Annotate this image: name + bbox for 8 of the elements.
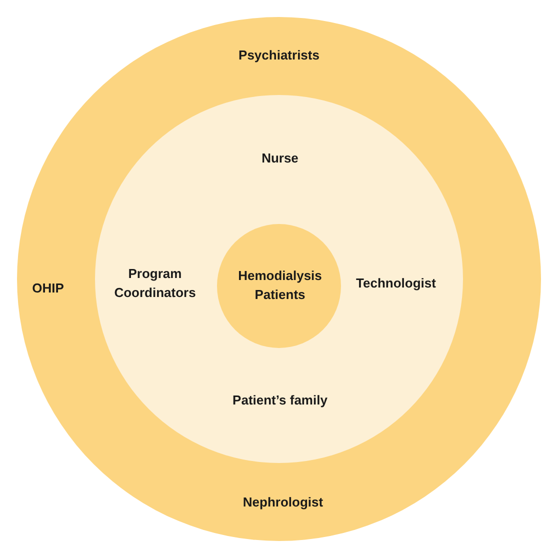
role-label: Nephrologist — [242, 494, 324, 512]
role-label: Hemodialysis Patients — [237, 267, 323, 304]
role-label: Program Coordinators — [113, 265, 197, 302]
role-label: Patient’s family — [232, 392, 328, 410]
role-label: Nurse — [260, 150, 300, 168]
role-label: OHIP — [31, 280, 65, 298]
role-label: Technologist — [355, 274, 437, 293]
role-label: Psychiatrists — [238, 46, 320, 65]
